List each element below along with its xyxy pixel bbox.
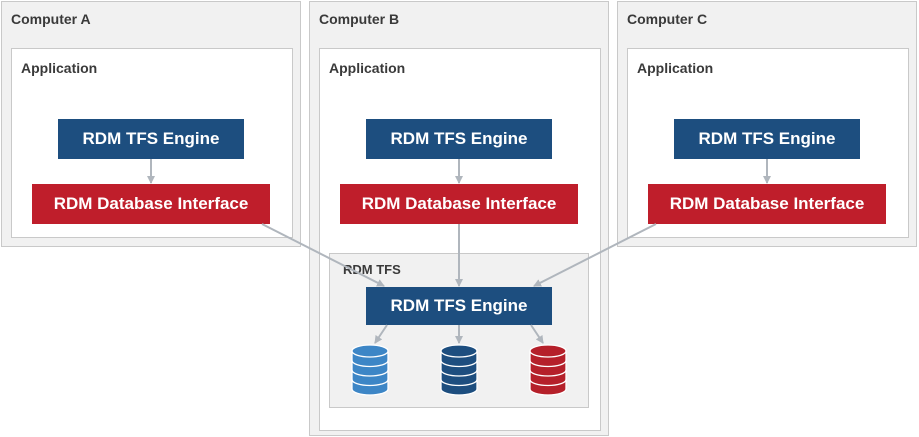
database-icon [351, 344, 389, 396]
computer-a-database-interface: RDM Database Interface [32, 184, 270, 224]
database-icon [440, 344, 478, 396]
computer-c-database-interface: RDM Database Interface [648, 184, 886, 224]
computer-c-application-title: Application [637, 60, 714, 76]
computer-a-engine: RDM TFS Engine [58, 119, 244, 159]
computer-b-database-interface: RDM Database Interface [340, 184, 578, 224]
tfs-engine: RDM TFS Engine [366, 287, 552, 325]
rdm-tfs-title: RDM TFS [343, 262, 401, 277]
database-icon [529, 344, 567, 396]
computer-b-application-title: Application [329, 60, 406, 76]
computer-c-engine: RDM TFS Engine [674, 119, 860, 159]
computer-a-application-title: Application [21, 60, 98, 76]
computer-a-title: Computer A [11, 11, 91, 27]
computer-b-engine: RDM TFS Engine [366, 119, 552, 159]
computer-c-title: Computer C [627, 11, 708, 27]
computer-b-title: Computer B [319, 11, 400, 27]
